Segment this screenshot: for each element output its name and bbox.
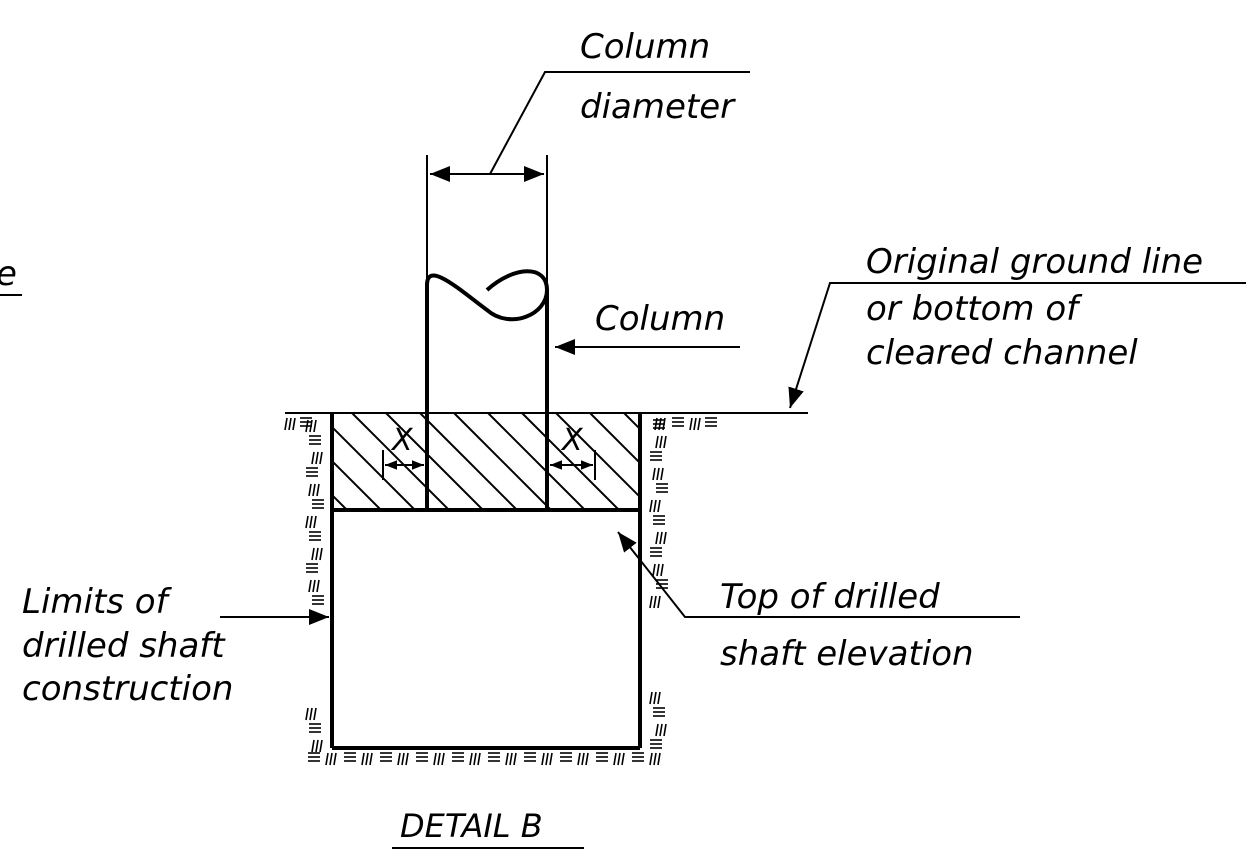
drilled-shaft [330,508,642,750]
soil-hatching [284,417,717,766]
column [425,269,550,510]
column-diameter-label-2: diameter [580,87,736,127]
column-break-symbol [425,269,550,510]
ground-label-1: Original ground line [866,242,1203,282]
ground-label-3: cleared channel [866,333,1138,373]
column-diameter-dimension: Column diameter [426,27,750,300]
ground-leader [788,282,1246,409]
limits-label-2: drilled shaft [22,626,226,666]
top-shaft-label-2: shaft elevation [720,634,974,674]
ground-label-2: or bottom of [866,289,1083,329]
top-shaft-label-1: Top of drilled [720,577,940,617]
hatched-cap [330,413,642,510]
x-dimension-left: X [382,423,424,480]
x-dimension-right: X [550,423,596,480]
x-label-left: X [390,423,414,458]
diameter-leader [489,71,750,175]
top-shaft-leader [617,531,1020,618]
limits-label-1: Limits of [22,582,173,622]
limits-label-3: construction [22,669,233,709]
x-label-right: X [560,423,584,458]
column-diameter-label-1: Column [580,27,710,67]
detail-title: DETAIL B [400,807,543,845]
partial-text-left: e [0,254,17,294]
column-label: Column [595,299,725,339]
